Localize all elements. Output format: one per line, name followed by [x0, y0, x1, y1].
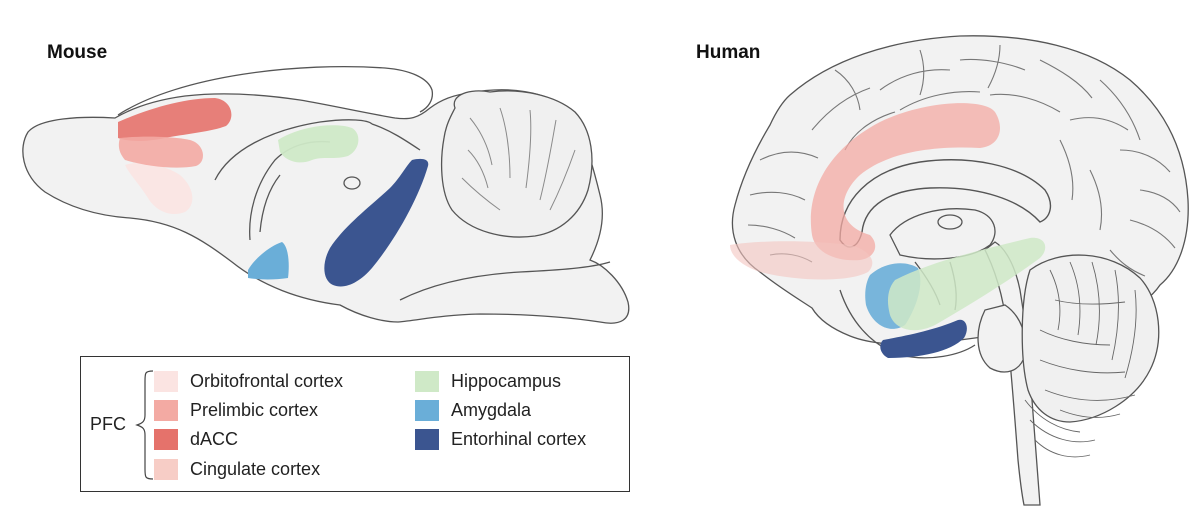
- mouse-region-orbitofrontal: [125, 163, 193, 215]
- legend-label: Prelimbic cortex: [190, 399, 319, 420]
- legend-item-dacc: dACC: [154, 427, 238, 451]
- human-region-entorhinal: [880, 319, 967, 358]
- legend-label: Amygdala: [451, 399, 532, 420]
- mouse-brain: [22, 65, 630, 324]
- mouse-ventricle: [343, 176, 361, 190]
- human-region-hippocampus: [887, 237, 1046, 331]
- legend-label: Orbitofrontal cortex: [190, 370, 344, 391]
- mouse-panel-title: Mouse: [47, 42, 108, 63]
- human-pons: [977, 304, 1027, 373]
- mouse-regions: [118, 98, 429, 287]
- pfc-brace: [135, 370, 154, 480]
- mouse-cortex-arc: [117, 65, 434, 116]
- legend-item-entorhinal: Entorhinal cortex: [415, 427, 586, 451]
- human-corpus-callosum: [839, 159, 1052, 248]
- legend-item-cingulate: Cingulate cortex: [154, 457, 320, 481]
- mouse-internal-line: [259, 174, 281, 233]
- human-medulla-lines: [1024, 399, 1096, 458]
- human-ventricle: [937, 214, 963, 230]
- legend-item-orbitofrontal: Orbitofrontal cortex: [154, 369, 343, 393]
- human-cerebellum: [1021, 254, 1160, 423]
- legend-item-prelimbic: Prelimbic cortex: [154, 398, 318, 422]
- pfc-group-label: PFC: [90, 414, 126, 434]
- mouse-midbrain-line: [371, 123, 421, 151]
- mouse-region-prelimbic: [118, 136, 203, 168]
- mouse-cerebellum-folia: [461, 107, 576, 211]
- legend-swatch: [154, 458, 178, 480]
- human-cerebellum-folia: [1039, 261, 1137, 418]
- mouse-region-dacc: [118, 98, 232, 141]
- legend-label: Entorhinal cortex: [451, 428, 587, 449]
- human-region-orbitofrontal: [730, 241, 873, 280]
- legend-swatch: [154, 370, 178, 392]
- human-gyri: [747, 44, 1181, 277]
- legend-swatch: [154, 428, 178, 450]
- legend-label: dACC: [190, 428, 239, 449]
- human-region-cingulate: [810, 103, 1000, 261]
- mouse-region-entorhinal: [324, 158, 429, 287]
- legend-item-amygdala: Amygdala: [415, 398, 531, 422]
- legend: PFC Orbitofrontal cortex Prelimbic corte…: [80, 356, 630, 492]
- legend-swatch: [415, 370, 439, 392]
- legend-swatch: [415, 428, 439, 450]
- legend-swatch: [154, 399, 178, 421]
- legend-label: Hippocampus: [451, 370, 562, 391]
- human-panel-title: Human: [696, 42, 761, 63]
- mouse-region-amygdala: [248, 242, 289, 280]
- human-thalamus: [889, 208, 996, 260]
- mouse-corpus-callosum: [214, 119, 373, 181]
- legend-swatch: [415, 399, 439, 421]
- legend-item-hippocampus: Hippocampus: [415, 369, 561, 393]
- mouse-region-hippocampus: [278, 125, 359, 163]
- legend-label: Cingulate cortex: [190, 458, 321, 479]
- human-regions: [730, 103, 1046, 358]
- mouse-brainstem-line: [399, 261, 611, 301]
